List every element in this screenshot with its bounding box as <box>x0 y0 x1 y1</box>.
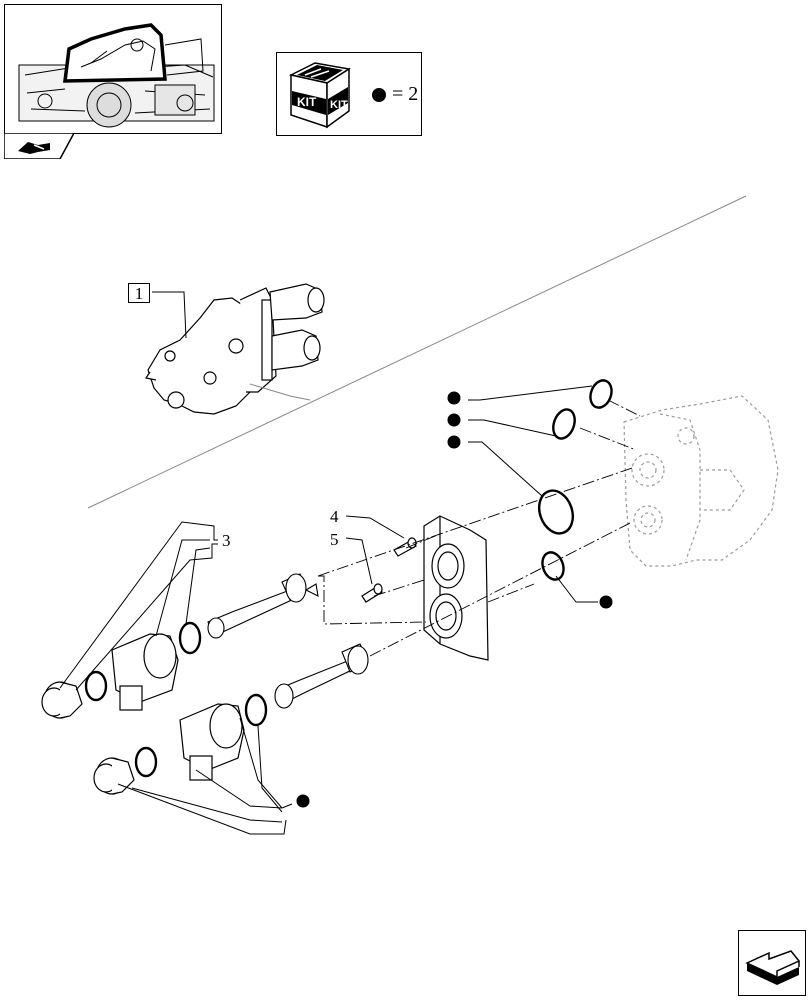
marker-leaders-right <box>468 385 598 603</box>
screw-5 <box>361 583 383 603</box>
o-rings-right <box>537 379 613 581</box>
callout-4[interactable]: 4 <box>330 507 339 526</box>
filled-dot-icon <box>372 88 386 102</box>
screw-4 <box>393 537 417 557</box>
callout-3-leaders <box>59 521 218 691</box>
spool-upper <box>207 573 319 639</box>
axis-lines <box>317 399 641 657</box>
divider-line <box>87 195 747 509</box>
lower-leaders <box>117 717 293 835</box>
cap-upper <box>41 681 83 719</box>
filled-dot-icon <box>447 413 461 427</box>
callout-1[interactable]: 1 <box>128 283 150 303</box>
section-tab[interactable] <box>4 133 74 159</box>
kit-legend: KIT KIT <box>276 52 422 136</box>
kit-label-right: KIT <box>330 99 348 111</box>
valve-assembly-1 <box>145 283 325 415</box>
filled-dot-icon <box>296 794 310 808</box>
kit-quantity: = 2 <box>392 83 419 105</box>
filled-dot-icon <box>447 391 461 405</box>
kit-box-icon: KIT KIT <box>288 62 386 129</box>
solenoid-lower <box>134 693 268 781</box>
location-thumbnail <box>4 4 222 134</box>
tractor-location-thumbnail-icon <box>18 23 215 128</box>
solenoid-upper <box>84 621 202 711</box>
spool-lower <box>274 643 369 709</box>
kit-label-left: KIT <box>297 95 317 109</box>
filled-dot-icon <box>447 435 461 449</box>
cap-lower <box>93 757 135 795</box>
callout-5[interactable]: 5 <box>330 530 339 549</box>
port-plate <box>423 515 489 661</box>
callout-3[interactable]: 3 <box>222 531 231 550</box>
hydraulic-section-icon <box>4 133 74 159</box>
mating-housing <box>623 395 779 567</box>
next-page-button[interactable] <box>738 930 806 996</box>
next-page-arrow-icon <box>745 950 801 985</box>
filled-dot-icon <box>599 595 613 609</box>
kit-markers-right <box>447 391 613 609</box>
